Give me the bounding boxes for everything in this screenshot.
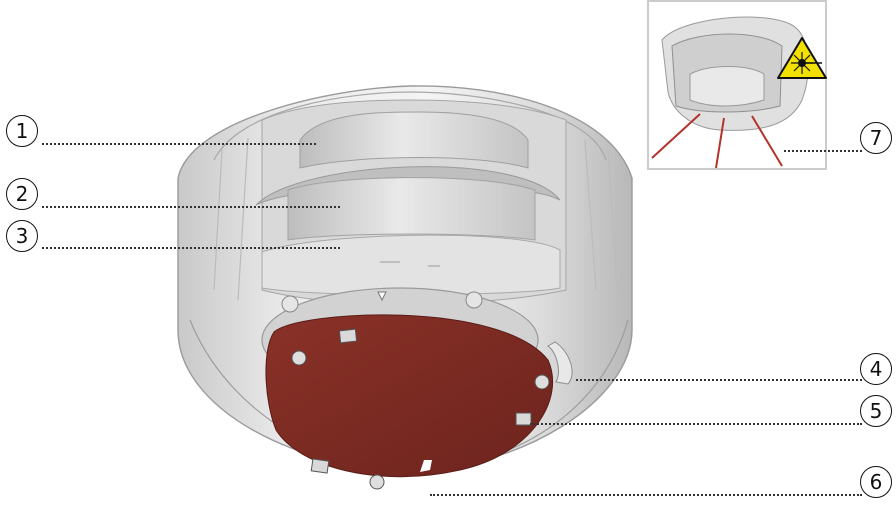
leader-line-5 — [530, 423, 862, 425]
laser-inset — [647, 0, 827, 170]
leader-line-7 — [784, 150, 862, 152]
leader-line-6 — [430, 494, 862, 496]
mounting-plate — [265, 314, 553, 490]
leader-line-3 — [42, 247, 340, 249]
laser-beam-left — [651, 113, 701, 159]
laser-beam-right — [751, 115, 783, 167]
leader-line-2 — [42, 206, 340, 208]
callout-6: 6 — [860, 466, 892, 498]
callout-5: 5 — [860, 395, 892, 427]
callout-4: 4 — [860, 353, 892, 385]
leader-line-4 — [576, 379, 862, 381]
callout-3: 3 — [6, 220, 38, 252]
laser-beam-center — [715, 117, 725, 169]
leader-line-1 — [42, 143, 316, 145]
laser-warning-icon — [777, 37, 827, 79]
callout-7: 7 — [860, 122, 892, 154]
callout-1: 1 — [6, 115, 38, 147]
plate-screws — [291, 328, 550, 490]
callout-2: 2 — [6, 178, 38, 210]
